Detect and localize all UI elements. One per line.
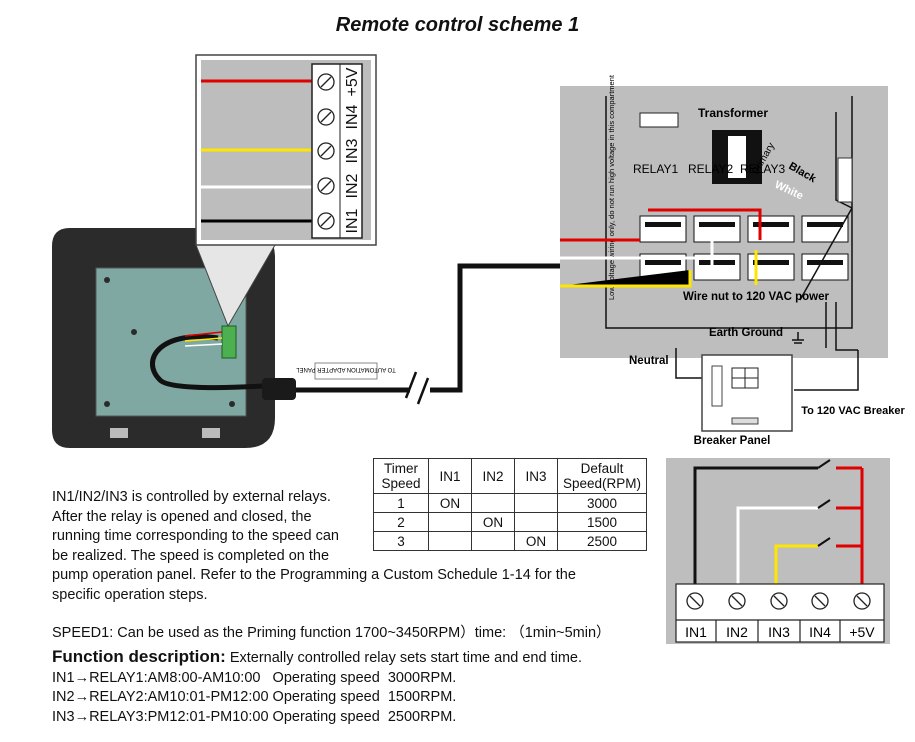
table-header: IN3: [514, 458, 558, 494]
switch-terminal-5v: +5V: [849, 624, 875, 640]
main-cable: TO AUTOMATION ADAPTER PANEL: [296, 263, 562, 405]
neutral-label: Neutral: [629, 355, 669, 367]
relay3-label: RELAY3: [740, 162, 785, 176]
table-header: Timer Speed: [373, 458, 429, 494]
description-line: specific operation steps.: [52, 586, 208, 603]
description-line: be realized. The speed is completed on t…: [52, 547, 330, 564]
table-header: IN2: [471, 458, 515, 494]
switch-terminal-in4: IN4: [809, 624, 831, 640]
table-row: 3 ON 2500: [373, 531, 647, 551]
function-item: IN2→RELAY2:AM10:01-PM12:00 Operating spe…: [52, 689, 457, 705]
switch-terminal-in3: IN3: [768, 624, 790, 640]
breaker-panel: Neutral Breaker Panel To 120 VAC Breaker: [629, 348, 905, 447]
description-line: IN1/IN2/IN3 is controlled by external re…: [52, 489, 331, 505]
switch-terminal-in1: IN1: [685, 624, 707, 640]
zoom-terminal-in4: IN4: [344, 104, 361, 129]
switch-terminal-in2: IN2: [726, 624, 748, 640]
wire-note: Wire nut to 120 VAC power: [683, 291, 830, 303]
table-row: 1 ON 3000: [373, 493, 647, 513]
description-line: pump operation panel. Refer to the Progr…: [52, 567, 576, 584]
relay1-label: RELAY1: [633, 162, 678, 176]
terminal-zoom-callout: +5V IN4 IN3 IN2 IN1: [195, 54, 377, 328]
function-heading: Function description:: [52, 647, 226, 666]
timer-speed-table: Timer Speed IN1 IN2 IN3 Default Speed(RP…: [373, 458, 647, 551]
function-item: IN3→RELAY3:PM12:01-PM10:00 Operating spe…: [52, 708, 457, 725]
description-block: IN1/IN2/IN3 is controlled by external re…: [52, 488, 662, 606]
function-description: Function description: Externally control…: [52, 647, 582, 727]
speed1-note: SPEED1: Can be used as the Priming funct…: [52, 625, 611, 641]
panel-side-text: Low voltage wiring only, do not run high…: [607, 74, 616, 300]
function-item: IN1→RELAY1:AM8:00-AM10:00 Operating spee…: [52, 669, 457, 686]
function-intro: Externally controlled relay sets start t…: [229, 650, 582, 666]
table-cell: 3000: [557, 493, 647, 513]
to-breaker-label: To 120 VAC Breaker: [801, 405, 905, 417]
control-panel: Low voltage wiring only, do not run high…: [560, 74, 888, 358]
zoom-terminal-in1: IN1: [344, 208, 361, 233]
breaker-panel-label: Breaker Panel: [694, 435, 771, 447]
table-row: 2 ON 1500: [373, 512, 647, 532]
zoom-terminal-in3: IN3: [344, 138, 361, 163]
relay-switch-diagram: IN1 IN2 IN3 IN4 +5V: [666, 458, 890, 644]
wire-note-line: Wire nut to 120 VAC power: [683, 291, 830, 303]
table-cell: ON: [471, 512, 515, 532]
table-header: Default Speed(RPM): [557, 458, 647, 494]
relay2-label: RELAY2: [688, 162, 733, 176]
description-line: After the relay is opened and closed, th…: [52, 508, 312, 525]
zoom-terminal-5v: +5V: [344, 67, 361, 96]
table-cell: 2500: [557, 531, 647, 551]
earth-ground-label: Earth Ground: [709, 327, 783, 339]
table-header-row: Timer Speed IN1 IN2 IN3 Default Speed(RP…: [373, 458, 647, 494]
description-line: running time corresponding to the speed …: [52, 528, 339, 545]
transformer-label: Transformer: [698, 106, 768, 120]
zoom-terminal-in2: IN2: [344, 173, 361, 198]
cable-tag: TO AUTOMATION ADAPTER PANEL: [296, 366, 396, 372]
table-cell: 1500: [557, 512, 647, 532]
diagram-title: Remote control scheme 1: [335, 14, 580, 36]
